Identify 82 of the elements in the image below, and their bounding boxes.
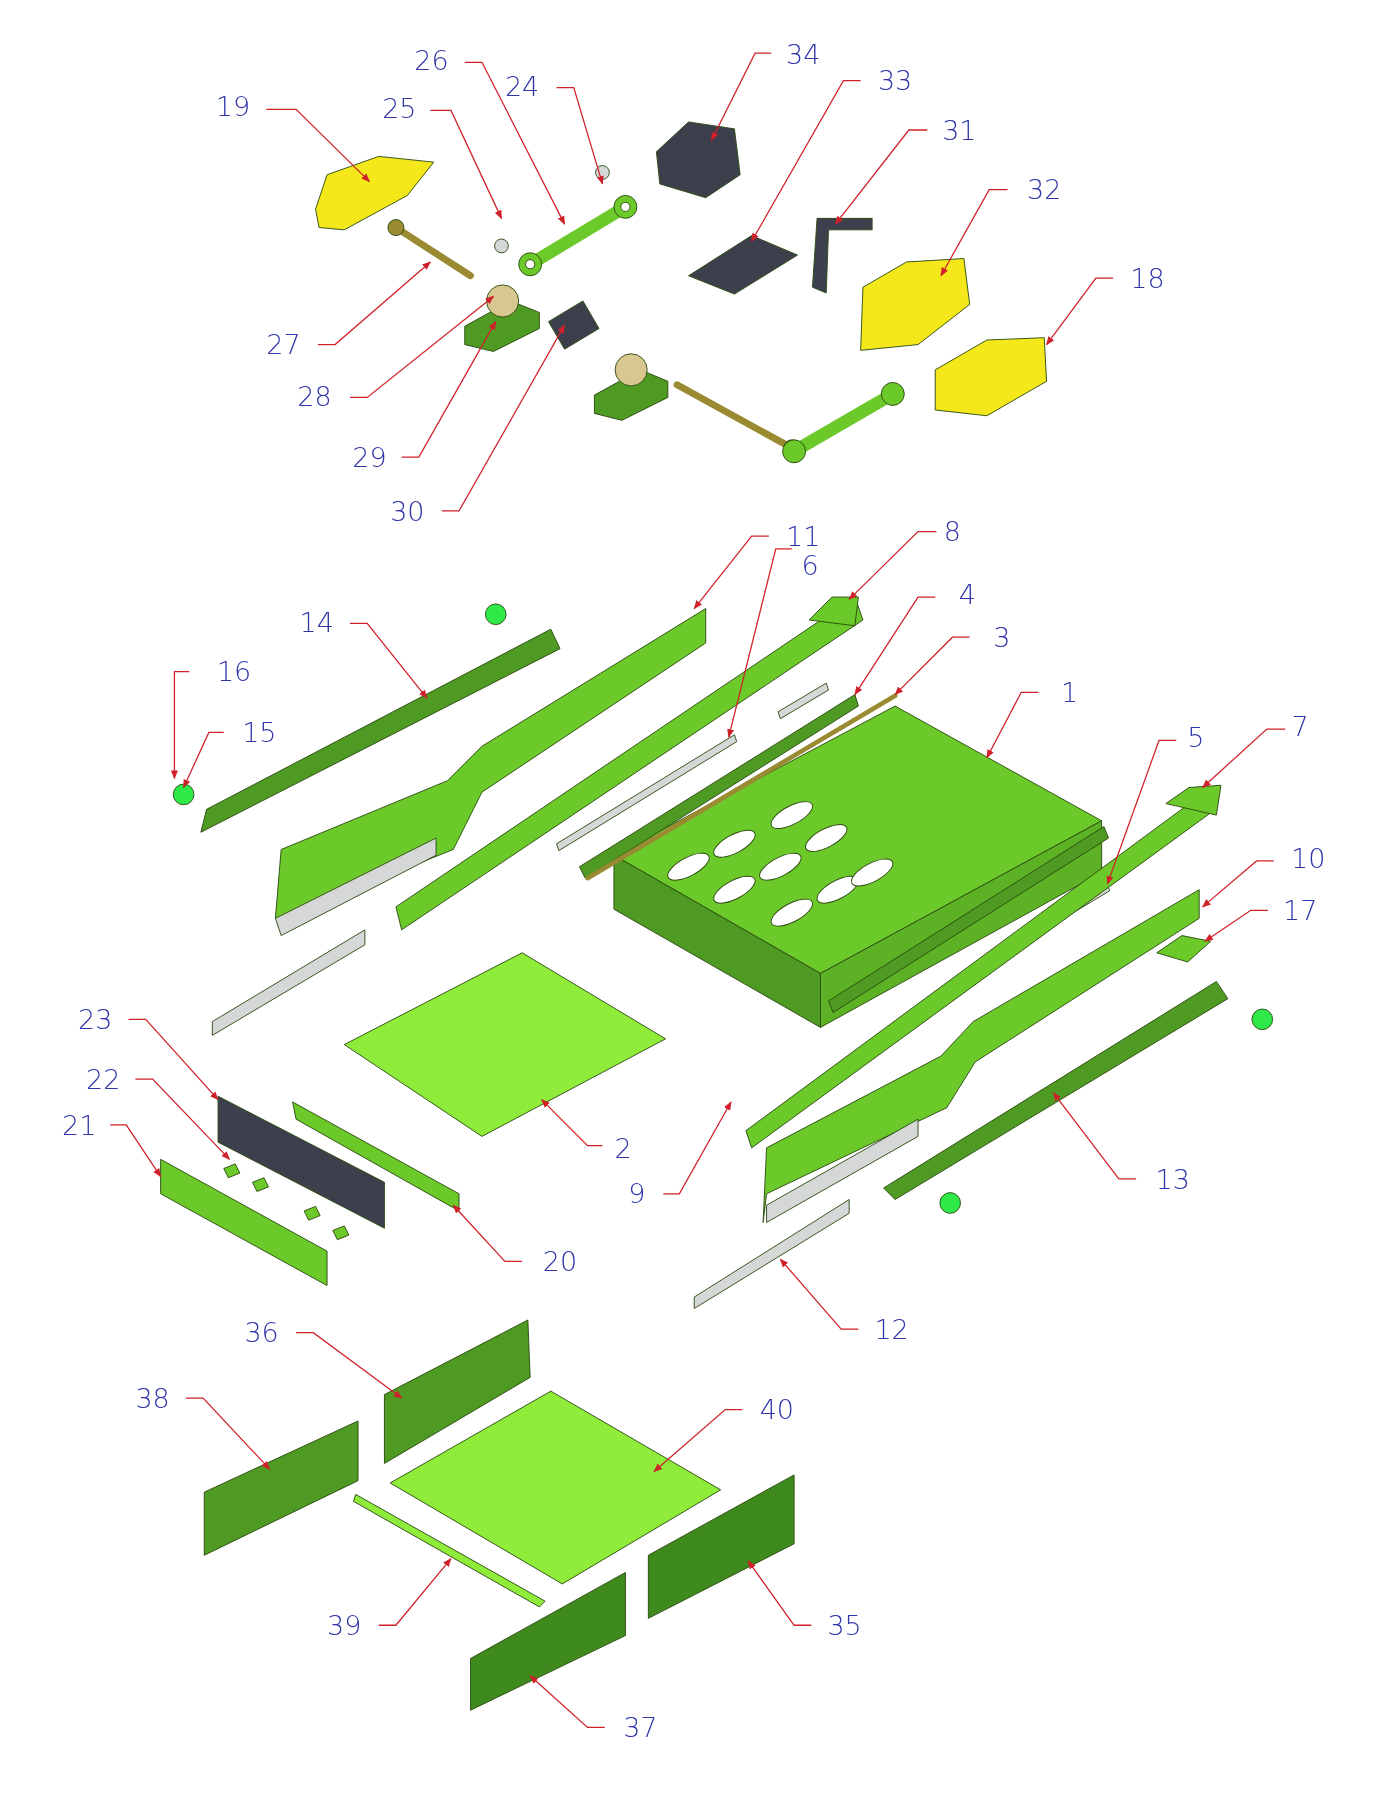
leader-line xyxy=(441,324,566,512)
leader-line xyxy=(378,1558,452,1626)
callout-number: 33 xyxy=(877,66,913,94)
callout-number: 37 xyxy=(623,1713,658,1741)
callout-number: 7 xyxy=(1291,712,1309,740)
callout-number: 30 xyxy=(390,497,425,525)
leader-line xyxy=(170,671,190,780)
leader-line xyxy=(848,531,937,600)
leader-line xyxy=(1204,909,1269,942)
callout-number: 2 xyxy=(614,1134,632,1162)
callout-number: 28 xyxy=(297,382,332,410)
callout-number: 12 xyxy=(874,1315,909,1343)
leader-line xyxy=(555,86,604,185)
leader-line xyxy=(653,1408,744,1473)
callout-number: 40 xyxy=(759,1395,795,1423)
leader-line xyxy=(349,295,495,398)
callout-number: 13 xyxy=(1155,1165,1190,1192)
leader-line xyxy=(349,622,428,699)
callout-number: 23 xyxy=(78,1005,113,1033)
callout-number: 24 xyxy=(504,72,540,100)
callout-number: 29 xyxy=(352,443,387,471)
leader-line xyxy=(1052,1092,1137,1180)
leader-line xyxy=(452,1204,523,1263)
leader-line xyxy=(710,52,772,142)
callout-number: 39 xyxy=(327,1611,362,1639)
callout-number: 18 xyxy=(1130,264,1165,292)
leader-line xyxy=(541,1099,604,1147)
callout-number: 21 xyxy=(62,1111,97,1139)
callout-number: 6 xyxy=(801,551,819,579)
leader-line xyxy=(894,636,971,696)
leader-line xyxy=(662,1101,732,1195)
leader-line xyxy=(751,80,862,243)
leader-line xyxy=(727,548,793,738)
callout-number: 25 xyxy=(382,94,417,122)
callout-number: 3 xyxy=(993,623,1011,651)
leader-line xyxy=(693,535,770,610)
leader-line xyxy=(1045,277,1114,346)
leader-line xyxy=(265,108,371,183)
callout-number: 4 xyxy=(958,580,976,608)
leader-line xyxy=(747,1560,812,1626)
leader-line xyxy=(185,1397,271,1470)
leader-line xyxy=(986,691,1040,759)
callout-number: 16 xyxy=(216,657,252,685)
callout-number: 19 xyxy=(215,92,251,120)
leader-line xyxy=(854,596,936,696)
callout-number: 34 xyxy=(786,40,821,68)
leader-line xyxy=(1106,739,1177,885)
callout-number: 5 xyxy=(1187,723,1205,751)
leader-line xyxy=(401,320,497,458)
leader-line xyxy=(109,1124,162,1178)
leader-line xyxy=(940,189,1009,277)
callout-number: 10 xyxy=(1291,844,1326,872)
leader-line xyxy=(317,261,431,346)
callout-number: 8 xyxy=(943,517,962,545)
rail-end-drawing xyxy=(1165,784,1222,816)
leader-line xyxy=(834,129,928,225)
leader-line xyxy=(529,1675,606,1728)
leader-line xyxy=(127,1018,219,1101)
callout-number: 31 xyxy=(942,116,977,144)
leader-line xyxy=(779,1258,859,1330)
rail-end-drawing xyxy=(808,596,859,627)
callout-number: 35 xyxy=(827,1611,862,1639)
callout-number: 36 xyxy=(244,1318,279,1346)
leader-line xyxy=(1201,728,1286,789)
callout-number: 15 xyxy=(242,718,277,746)
leader-line xyxy=(429,109,503,220)
callout-number: 26 xyxy=(414,46,449,74)
callout-number: 27 xyxy=(266,330,301,358)
callout-number: 14 xyxy=(299,608,334,636)
callout-number: 1 xyxy=(1060,678,1079,706)
callout-number: 9 xyxy=(628,1179,646,1207)
callout-number: 32 xyxy=(1027,175,1062,203)
callout-number: 38 xyxy=(135,1384,170,1412)
leader-line xyxy=(134,1078,231,1160)
callout-number: 11 xyxy=(786,522,821,550)
leader-line xyxy=(1201,860,1275,908)
leader-line xyxy=(464,61,566,225)
callout-number: 17 xyxy=(1283,896,1318,924)
callout-number: 20 xyxy=(542,1247,578,1275)
callout-number: 22 xyxy=(86,1065,121,1093)
leader-line xyxy=(295,1332,403,1399)
leader-line xyxy=(183,731,225,789)
